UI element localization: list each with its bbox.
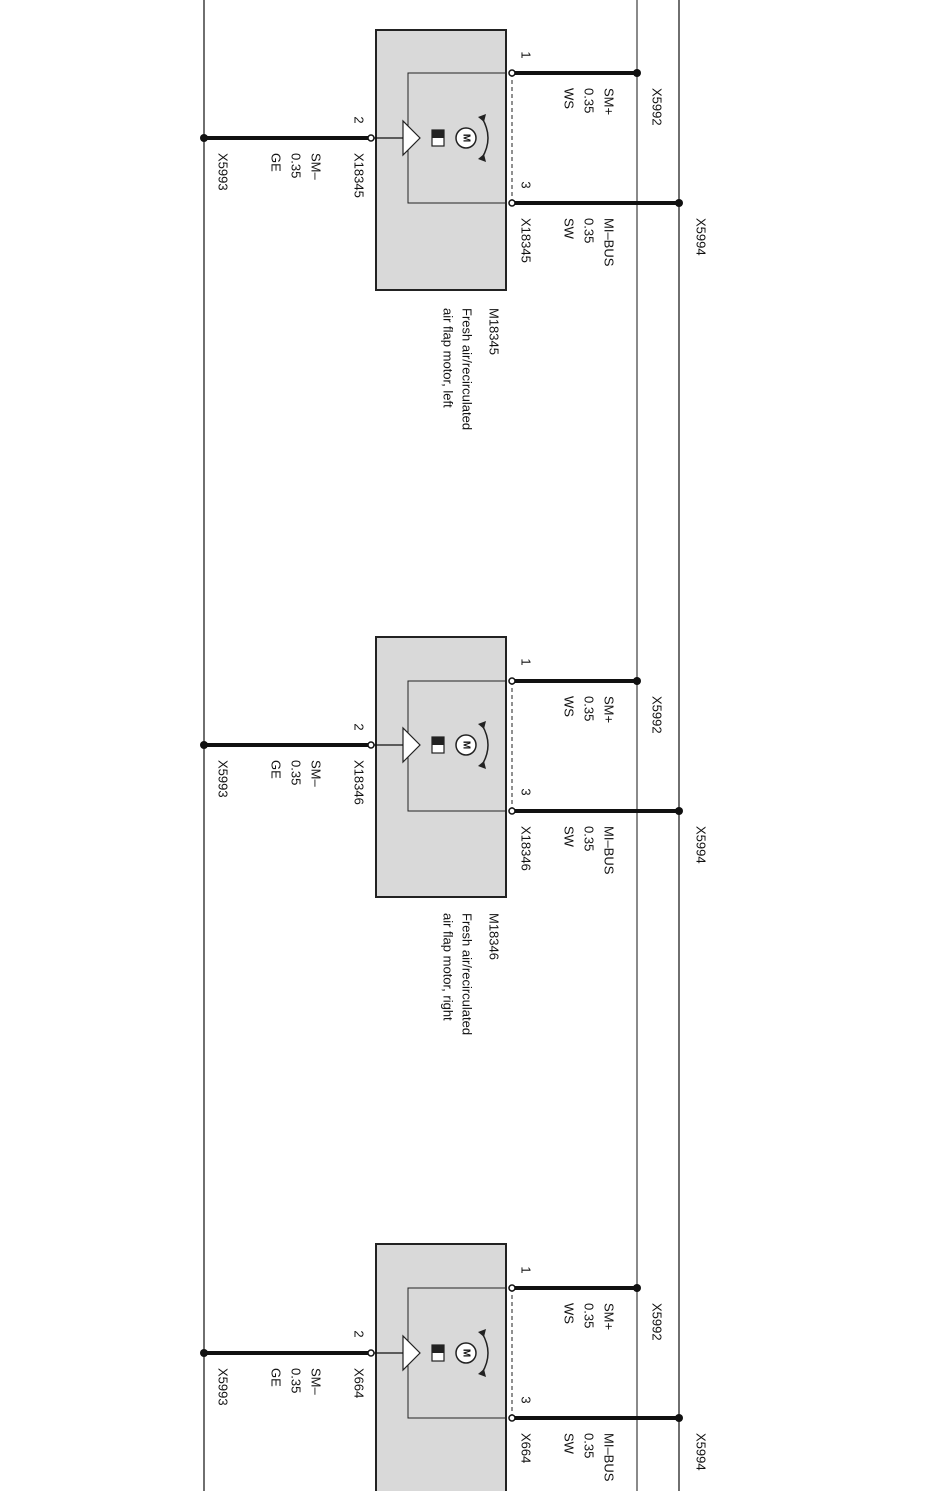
wire-size: 0.35 <box>582 826 597 851</box>
component-name-line1: Fresh air/recirculated <box>460 308 475 430</box>
rotation-arrow-head <box>478 154 486 162</box>
rotation-arrow-head <box>478 1369 486 1377</box>
wire-signal: SM+ <box>602 88 617 115</box>
splice-dot <box>633 1284 641 1292</box>
pin-number: 1 <box>519 1266 534 1273</box>
motor-unit-left: M 1 3 2 X18345 X18345 SM+ 0.35 WS MI–BUS… <box>200 29 709 430</box>
rotation-arrow-head <box>478 1329 486 1337</box>
component-box <box>375 29 507 291</box>
connector-label: X18346 <box>519 826 534 871</box>
pin-terminal <box>367 741 375 749</box>
splice-dot <box>200 1349 208 1357</box>
motor-icon <box>455 127 477 149</box>
component-name-line1: Fresh air/recirculated <box>460 913 475 1035</box>
wire-signal: SM+ <box>602 696 617 723</box>
switch-symbol-fill <box>432 737 444 745</box>
splice-dot <box>675 807 683 815</box>
wire-size: 0.35 <box>289 153 304 178</box>
connector-label: X18345 <box>519 218 534 263</box>
wire-color: WS <box>562 696 577 717</box>
bus-label-left: X5993 <box>216 1368 231 1406</box>
motor-icon <box>455 1342 477 1364</box>
rotation-arrow-head <box>478 114 486 122</box>
connector-label: X18345 <box>352 153 367 198</box>
pin-number: 3 <box>519 788 534 795</box>
pin-number: 2 <box>352 1330 367 1337</box>
splice-dot <box>200 741 208 749</box>
motor-letter: M <box>460 134 471 142</box>
bus-label-sm-plus: X5992 <box>650 1303 665 1341</box>
connector-label: X664 <box>352 1368 367 1398</box>
wire-size: 0.35 <box>582 1433 597 1458</box>
wire-size: 0.35 <box>289 760 304 785</box>
component-box <box>375 636 507 898</box>
wire-size: 0.35 <box>289 1368 304 1393</box>
wire-signal: SM– <box>309 760 324 788</box>
splice-dot <box>675 1414 683 1422</box>
pin-number: 2 <box>352 116 367 123</box>
wire-signal: SM– <box>309 1368 324 1396</box>
wire-signal: MI–BUS <box>602 826 617 875</box>
pin-terminal <box>367 1349 375 1357</box>
pin-terminal <box>508 69 516 77</box>
wire-color: SW <box>562 826 577 848</box>
wire-signal: MI–BUS <box>602 1433 617 1482</box>
component-id: M18345 <box>487 308 502 355</box>
wire-color: SW <box>562 218 577 240</box>
wire-signal: SM– <box>309 153 324 181</box>
bus-label-left: X5993 <box>216 153 231 191</box>
switch-symbol-fill <box>432 130 444 138</box>
rotation-arrow-head <box>478 761 486 769</box>
rotation-arrow-head <box>478 721 486 729</box>
splice-dot <box>633 69 641 77</box>
component-id: M18346 <box>487 913 502 960</box>
bus-label-mi-bus: X5994 <box>694 218 709 256</box>
connector-label: X664 <box>519 1433 534 1463</box>
pin-number: 1 <box>519 51 534 58</box>
bus-label-left: X5993 <box>216 760 231 798</box>
wire-color: GE <box>269 153 284 172</box>
switch-symbol-fill <box>432 1345 444 1353</box>
wire-signal: MI–BUS <box>602 218 617 267</box>
wire-color: WS <box>562 88 577 109</box>
pin-terminal <box>508 677 516 685</box>
bus-label-mi-bus: X5994 <box>694 1433 709 1471</box>
pin-terminal <box>367 134 375 142</box>
bus-label-sm-plus: X5992 <box>650 88 665 126</box>
pin-terminal <box>508 1284 516 1292</box>
bus-label-mi-bus: X5994 <box>694 826 709 864</box>
connector-label: X18346 <box>352 760 367 805</box>
wire-size: 0.35 <box>582 696 597 721</box>
wire-color: GE <box>269 1368 284 1387</box>
wire-color: WS <box>562 1303 577 1324</box>
wire-size: 0.35 <box>582 1303 597 1328</box>
wire-color: GE <box>269 760 284 779</box>
component-box <box>375 1243 507 1491</box>
wire-size: 0.35 <box>582 88 597 113</box>
component-name-line2: air flap motor, right <box>441 913 456 1021</box>
motor-unit-right: M 1 3 2 X18346 X18346 SM+ 0.35 WS MI–BUS… <box>200 636 709 1035</box>
component-name-line2: air flap motor, left <box>441 308 456 408</box>
splice-dot <box>675 199 683 207</box>
splice-dot <box>633 677 641 685</box>
bus-label-sm-plus: X5992 <box>650 696 665 734</box>
motor-icon <box>455 734 477 756</box>
pin-number: 2 <box>352 723 367 730</box>
pin-number: 3 <box>519 1396 534 1403</box>
pin-terminal <box>508 1414 516 1422</box>
wire-size: 0.35 <box>582 218 597 243</box>
motor-letter: M <box>460 1349 471 1357</box>
splice-dot <box>200 134 208 142</box>
motor-unit-third: M 1 3 2 X664 X664 SM+ 0.35 WS MI–BUS 0.3… <box>200 1243 709 1491</box>
pin-terminal <box>508 807 516 815</box>
wire-color: SW <box>562 1433 577 1455</box>
motor-letter: M <box>460 741 471 749</box>
pin-number: 1 <box>519 658 534 665</box>
wire-signal: SM+ <box>602 1303 617 1330</box>
pin-number: 3 <box>519 181 534 188</box>
pin-terminal <box>508 199 516 207</box>
